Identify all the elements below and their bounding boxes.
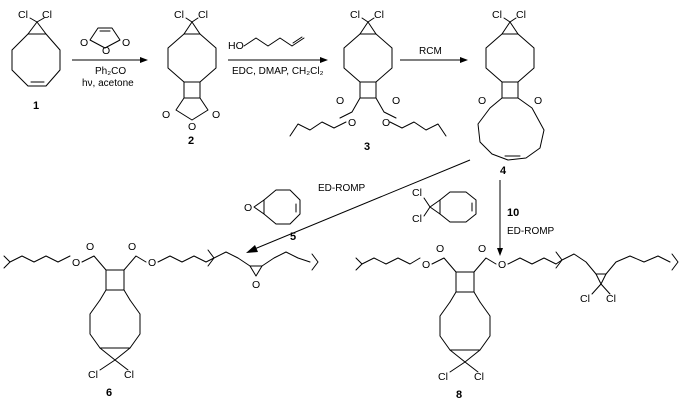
o-atom: O [244,202,252,214]
cl-atom: Cl [18,9,28,21]
reaction-arrow-5: 10 ED-ROMP [497,180,555,256]
o-atom: O [498,259,506,271]
o-atom: O [86,241,94,253]
hydroxyl-label: HO [228,40,244,52]
step1-conditions: hν, acetone [82,78,134,89]
cl-atom: Cl [374,9,384,21]
step2-conditions: EDC, DMAP, CH₂Cl₂ [232,66,324,77]
reaction-arrow-2: EDC, DMAP, CH₂Cl₂ [228,57,328,77]
cl-atom: Cl [438,371,448,383]
o-atom: O [148,257,156,269]
compound-5: O 5 [244,189,301,243]
cl-atom: Cl [42,9,52,21]
compound-10: Cl Cl [412,187,477,225]
o-atom: O [122,37,130,49]
compound-label-5: 5 [290,231,296,243]
o-atom: O [478,243,486,255]
o-atom: O [128,241,136,253]
o-atom: O [422,259,430,271]
o-atom: O [534,95,542,107]
compound-label-10: 10 [507,207,519,219]
compound-label-4: 4 [500,165,507,177]
compound-label-8: 8 [456,389,462,401]
o-atom: O [382,117,390,129]
compound-3: Cl Cl O O O O 3 [289,9,447,153]
reaction-arrow-1: Ph₂CO hν, acetone [72,57,148,89]
step1-reagent: Ph₂CO [95,66,126,77]
compound-label-6: 6 [106,387,112,399]
cl-atom: Cl [606,293,616,305]
o-atom: O [392,95,400,107]
cl-atom: Cl [350,9,360,21]
reaction-arrow-4: ED-ROMP [246,159,471,253]
o-atom: O [252,279,260,291]
cl-atom: Cl [516,9,526,21]
o-atom: O [102,45,110,57]
o-atom: O [478,95,486,107]
step4-label: ED-ROMP [318,183,366,194]
pentenol-reagent: HO [228,36,305,52]
cl-atom: Cl [492,9,502,21]
compound-2: Cl Cl O O O 2 [162,9,220,147]
o-atom: O [212,109,220,121]
o-atom: O [188,121,196,133]
polymer-8: O O O O Cl Cl Cl Cl 8 [355,243,679,401]
reaction-arrow-3: RCM [400,46,468,63]
o-atom: O [348,117,356,129]
cl-atom: Cl [198,9,208,21]
cl-atom: Cl [580,293,590,305]
cl-atom: Cl [88,369,98,381]
o-atom: O [336,95,344,107]
compound-1: Cl Cl 1 [11,9,61,112]
o-atom: O [162,109,170,121]
cl-atom: Cl [412,187,422,199]
compound-4: Cl Cl O O 4 [477,9,545,177]
compound-label-3: 3 [364,141,370,153]
o-atom: O [80,37,88,49]
cl-atom: Cl [474,371,484,383]
o-atom: O [436,243,444,255]
compound-label-2: 2 [188,135,194,147]
maleic-anhydride: O O O [80,27,130,57]
o-atom: O [72,257,80,269]
step5-label: ED-ROMP [507,226,555,237]
cl-atom: Cl [174,9,184,21]
polymer-6: O O O O O Cl Cl 6 [3,241,319,399]
cl-atom: Cl [412,213,422,225]
cl-atom: Cl [124,369,134,381]
compound-label-1: 1 [33,100,39,112]
step3-label: RCM [419,46,442,57]
